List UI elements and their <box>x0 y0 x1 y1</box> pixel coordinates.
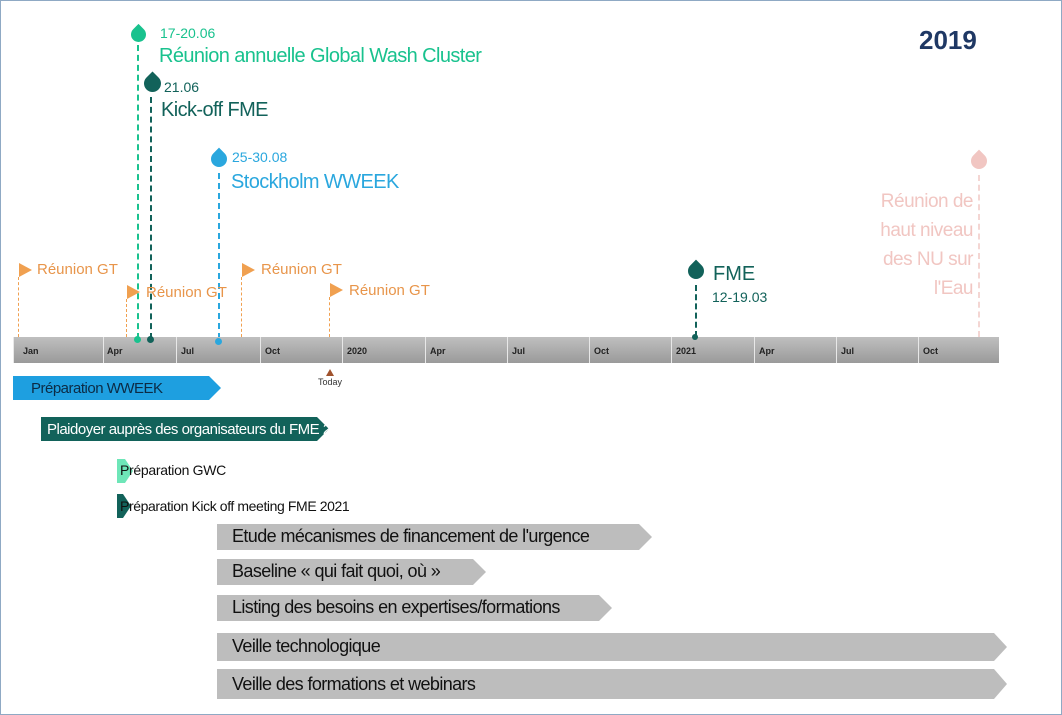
task-bar-listing-arrow <box>599 595 612 621</box>
month-label: Jul <box>181 346 195 356</box>
month-label: Oct <box>923 346 939 356</box>
un-marker-line <box>978 175 980 337</box>
gt-meeting-2-flag-icon <box>127 285 140 299</box>
task-label-wweek: Préparation WWEEK <box>31 380 163 397</box>
month-label: Jul <box>841 346 855 356</box>
task-bar-veille-formations-arrow <box>994 669 1007 699</box>
gwc-axis-dot <box>134 336 141 343</box>
month-label: Oct <box>594 346 610 356</box>
kickoff-date: 21.06 <box>164 79 200 95</box>
task-bar-wweek <box>13 376 209 400</box>
gt-meeting-4-line <box>329 297 330 337</box>
gt-meeting-4-flag-icon <box>330 283 343 297</box>
task-label-gwc: Préparation GWC <box>120 462 226 478</box>
gt-meeting-4-label: Réunion GT <box>349 282 430 299</box>
gt-meeting-1-label: Réunion GT <box>37 261 118 278</box>
today-marker-icon <box>326 369 334 376</box>
task-label-plaidoyer: Plaidoyer auprès des organisateurs du FM… <box>47 421 355 438</box>
fme-axis-dot <box>692 334 698 340</box>
tick-11 <box>918 337 919 363</box>
un-label-line-2: haut niveau <box>880 220 973 241</box>
task-bar-etude-arrow <box>639 524 652 550</box>
task-label-listing: Listing des besoins en expertises/format… <box>232 597 560 617</box>
task-label-baseline: Baseline « qui fait quoi, où » <box>232 561 441 581</box>
fme-marker-line <box>695 285 697 337</box>
task-bar-kickoff-arrow <box>123 494 131 518</box>
tick-3 <box>260 337 261 363</box>
tick-9 <box>754 337 755 363</box>
task-bar-wweek-arrow <box>209 376 221 400</box>
wweek-drop-icon <box>207 147 231 171</box>
tick-5 <box>425 337 426 363</box>
month-label: Apr <box>430 346 446 356</box>
un-drop-icon <box>967 149 991 173</box>
task-bar-etude <box>217 524 639 550</box>
month-label: Apr <box>759 346 775 356</box>
task-bar-veille-formations <box>217 669 994 699</box>
task-bar-gwc-arrow <box>125 459 133 483</box>
gt-meeting-3-label: Réunion GT <box>261 261 342 278</box>
wweek-marker-line <box>218 173 220 339</box>
tick-8 <box>671 337 672 363</box>
wweek-axis-dot <box>215 338 222 345</box>
task-label-etude: Etude mécanismes de financement de l'urg… <box>232 526 590 546</box>
fme-title: FME <box>713 263 756 285</box>
today-label: Today <box>318 377 343 387</box>
task-label-kickoff: Préparation Kick off meeting FME 2021 <box>120 498 350 514</box>
gwc-title: Réunion annuelle Global Wash Cluster <box>159 45 482 67</box>
kickoff-title: Kick-off FME <box>161 99 269 121</box>
task-bar-baseline <box>217 559 473 585</box>
month-label: Jan <box>23 346 39 356</box>
tick-1 <box>103 337 104 363</box>
un-label-line-4: l'Eau <box>933 278 974 299</box>
tick-2 <box>176 337 177 363</box>
fme-drop-icon <box>684 259 708 283</box>
gt-meeting-3-line <box>241 277 242 337</box>
un-meeting-label: Réunion de haut niveau des NU sur l'Eau <box>880 187 973 303</box>
task-bar-plaidoyer <box>41 417 317 441</box>
month-label: 2021 <box>676 346 697 356</box>
task-bar-plaidoyer-arrow <box>317 417 329 441</box>
month-label: Apr <box>107 346 123 356</box>
task-label-plaidoyer-text: Plaidoyer auprès des organisateurs du FM… <box>47 421 355 438</box>
task-bar-veille-tech <box>217 633 994 661</box>
task-bar-gwc <box>117 459 125 483</box>
kickoff-marker-line <box>150 97 152 339</box>
task-bar-kickoff <box>117 494 123 518</box>
task-label-veille-formations: Veille des formations et webinars <box>232 674 476 694</box>
gt-meeting-2-line <box>126 299 127 337</box>
task-bar-baseline-arrow <box>473 559 486 585</box>
month-label: 2020 <box>347 346 368 356</box>
tick-10 <box>836 337 837 363</box>
month-label: Oct <box>265 346 281 356</box>
tick-7 <box>589 337 590 363</box>
gwc-date: 17-20.06 <box>160 25 216 41</box>
kickoff-axis-dot <box>147 336 154 343</box>
timeline-axis: Jan Apr Jul Oct 2020 Apr Jul Oct 2021 Ap… <box>13 337 999 363</box>
un-label-line-3: des NU sur <box>882 249 974 270</box>
month-label: Jul <box>512 346 526 356</box>
gt-meeting-1-line <box>18 277 19 337</box>
gt-meeting-2-label: Réunion GT <box>146 284 227 301</box>
gwc-drop-icon <box>127 23 150 46</box>
tick-0 <box>13 337 14 363</box>
tick-6 <box>507 337 508 363</box>
fme-date: 12-19.03 <box>712 289 768 305</box>
gt-meeting-3-flag-icon <box>242 263 255 277</box>
gt-meeting-1-flag-icon <box>19 263 32 277</box>
un-label-line-1: Réunion de <box>880 191 974 212</box>
wweek-date: 25-30.08 <box>232 149 288 165</box>
tick-4 <box>342 337 343 363</box>
task-label-veille-tech: Veille technologique <box>232 636 381 656</box>
gwc-marker-line <box>137 45 139 339</box>
year-title: 2019 <box>919 25 977 55</box>
task-bar-listing <box>217 595 599 621</box>
task-bar-veille-tech-arrow <box>994 633 1007 661</box>
kickoff-drop-icon <box>140 71 165 96</box>
wweek-title: Stockholm WWEEK <box>231 171 399 193</box>
